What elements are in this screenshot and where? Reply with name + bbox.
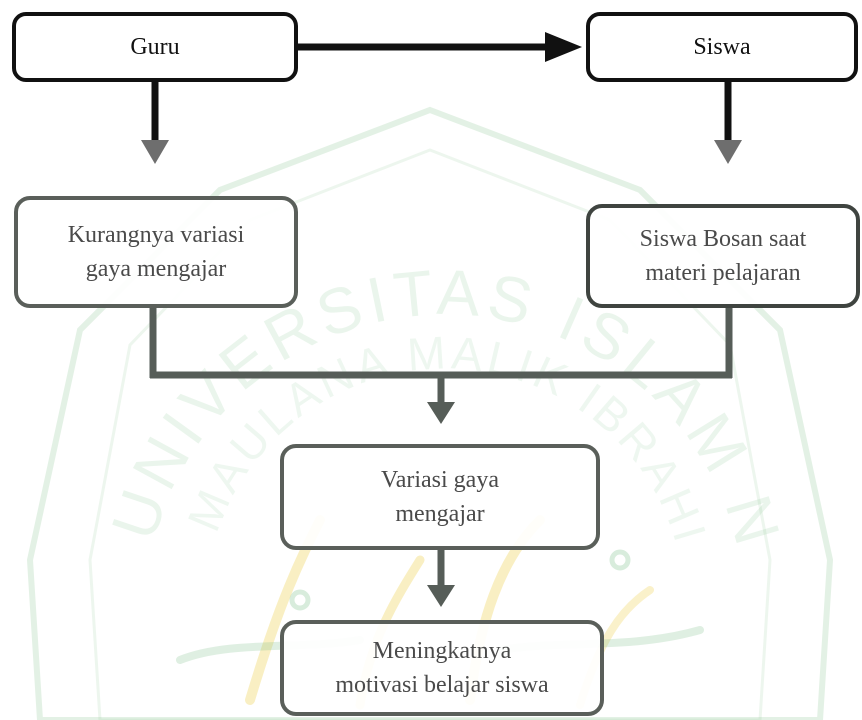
node-siswa-bosan: Siswa Bosan saat materi pelajaran [586,204,860,308]
node-bosan-line-2: materi pelajaran [645,260,801,286]
arrowhead-guru-kurangnya [141,140,169,164]
node-kurangnya-variasi: Kurangnya variasi gaya mengajar [14,196,298,308]
node-motivasi-line-1: Meningkatnya [372,638,512,664]
node-kurangnya-line-1: Kurangnya variasi [67,222,245,248]
node-variasi-line-2: mengajar [395,501,485,527]
arrowhead-siswa-bosan [714,140,742,164]
node-guru: Guru [12,12,298,82]
node-variasi-gaya: Variasi gaya mengajar [280,444,600,550]
node-meningkatnya-motivasi: Meningkatnya motivasi belajar siswa [280,620,604,716]
arrowhead-to-variasi [427,402,455,424]
node-variasi-line-1: Variasi gaya [381,467,499,493]
edge-merge-to-variasi [149,306,733,402]
node-siswa-label: Siswa [693,34,751,60]
node-motivasi-line-2: motivasi belajar siswa [335,672,549,698]
node-bosan-line-1: Siswa Bosan saat [639,226,807,252]
node-siswa: Siswa [586,12,858,82]
node-guru-label: Guru [130,34,180,60]
arrowhead-guru-siswa [545,32,582,62]
node-kurangnya-line-2: gaya mengajar [85,256,227,282]
arrowhead-variasi-motivasi [427,585,455,607]
